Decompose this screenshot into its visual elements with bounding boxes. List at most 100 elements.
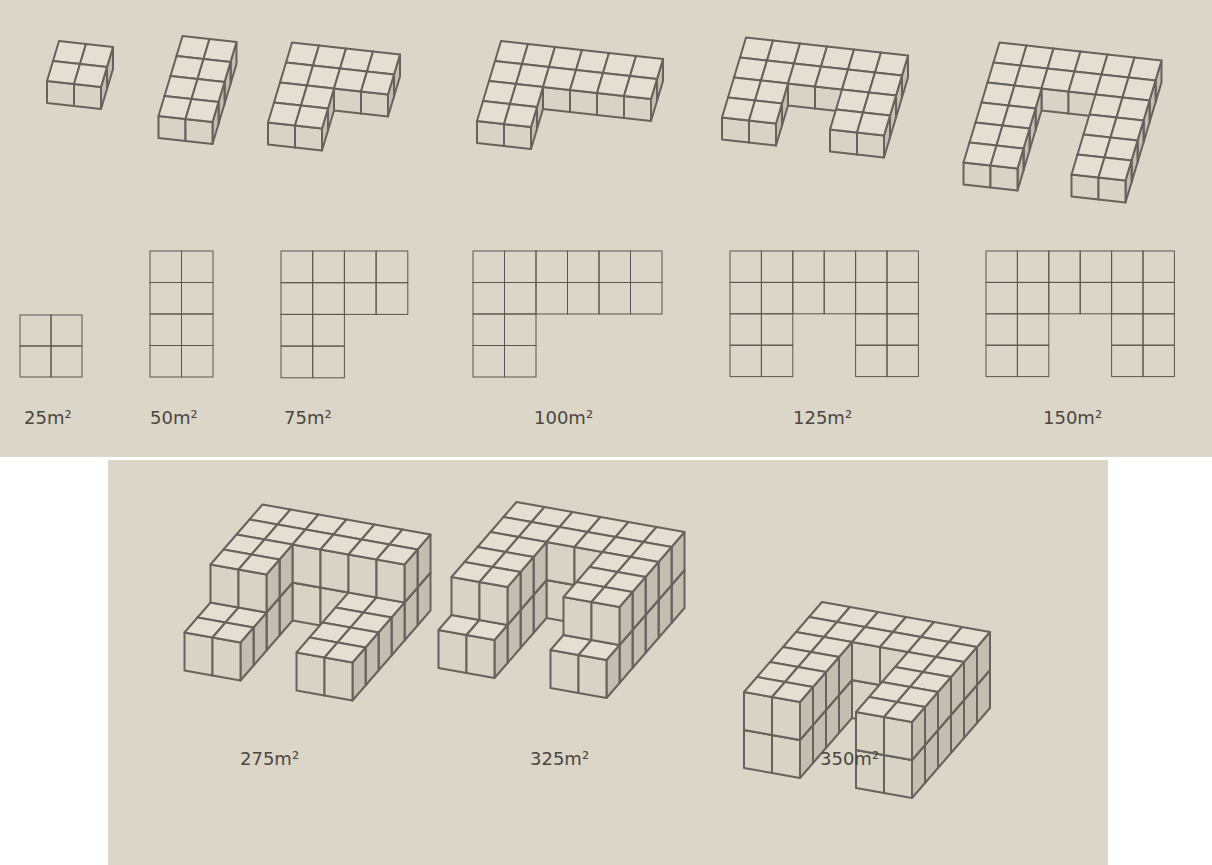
plan-cell [761,251,792,282]
cube-face [321,550,349,593]
plan-cell [281,346,313,378]
plan-cell [631,251,663,283]
plan-cell [182,251,214,283]
cube-face [884,702,925,722]
plan-cell [313,283,345,315]
cube-face [377,560,405,603]
plan-cell [986,282,1017,313]
plan-cell [986,314,1017,345]
cube-face [543,87,570,112]
plan-cell [281,283,313,315]
cube-face [467,635,495,678]
plan-cell [51,346,82,377]
plan-cell [182,314,214,346]
plan-cell [793,282,824,313]
plan-cell [1049,251,1080,282]
cube-face [749,121,776,146]
cube-model [47,41,113,109]
bottom-panel [108,460,1108,865]
plan-cell [20,315,51,346]
plan-cell [824,251,855,282]
plan-cell [150,251,182,283]
plan-cell [730,251,761,282]
area-label: 125m² [793,407,852,428]
floor-plan [986,251,1174,377]
cube-model [744,602,990,798]
plan-cell [51,315,82,346]
area-label: 325m² [530,748,589,769]
cube-face [477,121,504,146]
cube-face [857,133,884,158]
area-label: 100m² [534,407,593,428]
cube-face [186,99,219,122]
plan-cell [761,345,792,376]
plan-cell [376,251,408,283]
cube-face [185,633,213,676]
plan-cell [150,346,182,378]
plan-cell [568,283,600,315]
plan-cell [1143,345,1174,376]
area-label: 275m² [240,748,299,769]
plan-cell [473,314,505,346]
plan-cell [856,251,887,282]
cube-face [74,84,101,109]
plan-cell [730,345,761,376]
cube-face [47,81,74,106]
plan-cell [1112,345,1143,376]
cube-face [788,84,815,109]
plan-cell [986,251,1017,282]
plan-cell [599,251,631,283]
cube-models [47,36,1162,798]
cube-face [293,545,321,588]
plan-cell [281,251,313,283]
cube-face [297,653,325,696]
plan-cell [505,314,537,346]
cube-face [295,106,328,129]
plan-cell [182,346,214,378]
cube-face [334,89,361,114]
floor-plan [730,251,918,377]
plan-cell [1143,282,1174,313]
cube-face [480,567,521,587]
area-label: 350m² [820,748,879,769]
plan-cell [824,282,855,313]
plan-cell [281,314,313,346]
plan-cell [1143,251,1174,282]
cube-face [1042,89,1069,114]
cube-face [592,602,620,645]
cube-face [964,163,991,188]
cube-face [1099,178,1126,203]
cube-face [857,113,890,136]
cube-face [597,93,624,118]
plan-cell [1112,314,1143,345]
plan-cell [730,282,761,313]
cube-face [772,682,813,702]
cube-face [325,643,366,663]
cube-face [239,555,280,575]
cube-face [159,116,186,141]
area-label: 25m² [24,407,72,428]
plan-cell [182,283,214,315]
cube-face [772,735,800,778]
cube-face [293,583,321,626]
cube-face [991,166,1018,191]
cube-face [722,118,749,143]
cube-face [211,565,239,608]
floor-plan [281,251,408,378]
plan-cell [344,251,376,283]
plan-cell [1080,251,1111,282]
cube-face [377,545,418,565]
plan-cell [344,283,376,315]
cube-face [361,72,394,95]
cube-face [439,630,467,673]
cube-face [570,90,597,115]
plan-cell [505,283,537,315]
cube-face [749,101,782,124]
cube-model [159,36,237,144]
plan-cell [631,283,663,315]
plan-cell [376,283,408,315]
plan-cell [761,314,792,345]
area-label: 150m² [1043,407,1102,428]
